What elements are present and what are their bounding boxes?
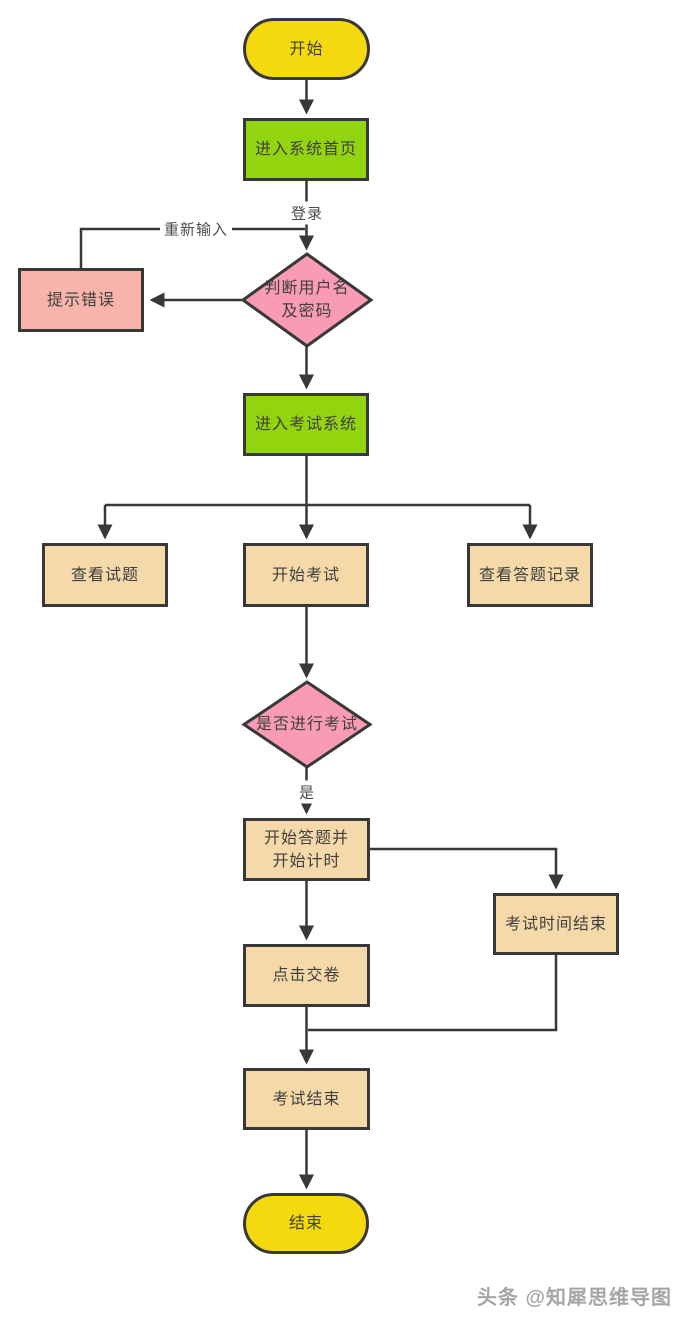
node-view-questions: 查看试题	[42, 543, 168, 607]
node-submit-paper: 点击交卷	[243, 944, 370, 1007]
node-exam-end-label: 考试结束	[272, 1090, 341, 1108]
node-submit-paper-label: 点击交卷	[272, 967, 341, 984]
check-credentials-line2: 及密码	[281, 303, 333, 320]
node-exam-time-over: 考试时间结束	[493, 893, 619, 955]
node-exam-end: 考试结束	[243, 1068, 370, 1130]
node-enter-exam-system-label: 进入考试系统	[254, 416, 357, 433]
check-credentials-line1: 判断用户名	[264, 280, 350, 297]
node-end: 结束	[243, 1193, 369, 1254]
node-confirm-exam: 是否进行考试	[244, 682, 370, 767]
node-error-hint: 提示错误	[18, 268, 144, 332]
diamond-confirm-exam	[241, 680, 373, 769]
answer-and-timer-line1: 开始答题并	[263, 829, 349, 847]
diamond-check-credentials	[240, 252, 374, 348]
edge-label-retry: 重新输入	[159, 217, 233, 241]
node-view-answer-records-label: 查看答题记录	[478, 566, 581, 584]
node-start-exam: 开始考试	[243, 543, 369, 607]
node-start-label: 开始	[289, 40, 324, 58]
node-view-answer-records: 查看答题记录	[467, 543, 593, 607]
node-check-credentials: 判断用户名 及密码	[243, 254, 371, 346]
node-start: 开始	[243, 18, 370, 80]
edge-label-yes: 是	[294, 780, 320, 804]
edge-label-login: 登录	[286, 201, 328, 225]
node-enter-exam-system: 进入考试系统	[243, 393, 369, 456]
node-enter-home: 进入系统首页	[243, 118, 369, 181]
node-answer-and-timer-label: 开始答题并 开始计时	[264, 827, 349, 873]
node-enter-home-label: 进入系统首页	[254, 141, 357, 158]
node-error-hint-label: 提示错误	[46, 291, 115, 309]
node-end-label: 结束	[288, 1215, 323, 1232]
node-start-exam-label: 开始考试	[271, 566, 340, 584]
node-confirm-exam-label: 是否进行考试	[255, 716, 358, 733]
answer-and-timer-line2: 开始计时	[272, 852, 341, 870]
node-view-questions-label: 查看试题	[70, 566, 139, 584]
node-exam-time-over-label: 考试时间结束	[504, 915, 607, 933]
watermark-text: 头条 @知犀思维导图	[476, 1287, 672, 1309]
node-answer-and-timer: 开始答题并 开始计时	[243, 818, 370, 881]
